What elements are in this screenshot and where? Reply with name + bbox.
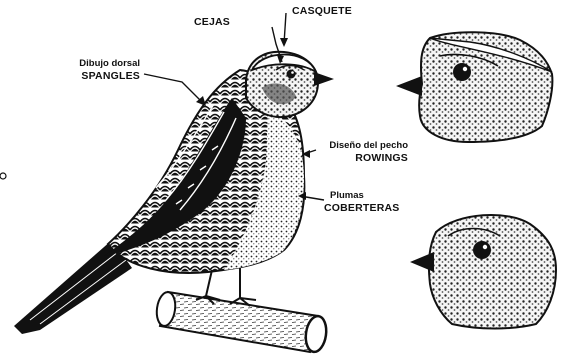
label-plumas: Plumas COBERTERAS	[324, 190, 400, 214]
head-detail-top	[396, 32, 552, 142]
label-pecho-main: ROWINGS	[329, 152, 408, 164]
label-dorsal: Dibujo dorsal SPANGLES	[79, 58, 140, 82]
edge-fragment	[0, 173, 6, 179]
label-cejas-text: CEJAS	[194, 16, 230, 28]
label-cejas: CEJAS	[194, 16, 230, 28]
head-detail-bottom	[410, 215, 556, 329]
label-plumas-main: COBERTERAS	[324, 202, 400, 214]
label-casquete: CASQUETE	[292, 5, 352, 17]
bird-tail	[14, 240, 132, 334]
label-dorsal-main: SPANGLES	[79, 70, 140, 82]
label-pecho-sub: Diseño del pecho	[329, 140, 408, 152]
label-plumas-sub: Plumas	[324, 190, 400, 202]
label-casquete-text: CASQUETE	[292, 5, 352, 17]
label-pecho: Diseño del pecho ROWINGS	[329, 140, 408, 164]
label-dorsal-sub: Dibujo dorsal	[79, 58, 140, 70]
bird-head	[246, 52, 334, 117]
